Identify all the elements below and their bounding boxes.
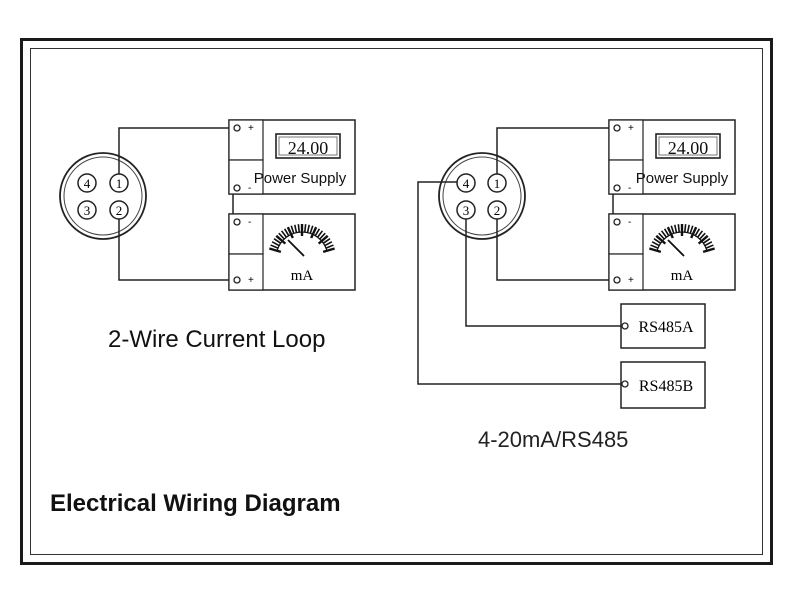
left-meter-unit: mA (291, 268, 314, 284)
left-connector: 1 2 3 4 (59, 152, 147, 240)
svg-text:4: 4 (463, 176, 470, 191)
right-pin-2: 2 (487, 200, 507, 220)
right-pin-3: 3 (456, 200, 476, 220)
left-supply-display: 24.00 (288, 138, 329, 158)
svg-text:3: 3 (463, 203, 470, 218)
rs485b-terminal: RS485B (620, 361, 706, 409)
right-ammeter: - + mA (608, 213, 736, 291)
svg-text:-: - (628, 183, 631, 194)
page-title: Electrical Wiring Diagram (50, 490, 341, 517)
left-diagram-caption: 2-Wire Current Loop (108, 326, 326, 353)
svg-text:-: - (248, 183, 251, 194)
left-supply-label: Power Supply (254, 170, 347, 187)
svg-text:1: 1 (494, 176, 501, 191)
inner-frame (30, 48, 763, 555)
right-supply-label: Power Supply (636, 170, 729, 187)
left-ammeter: - + mA (228, 213, 356, 291)
svg-text:-: - (248, 217, 251, 228)
right-pin-4: 4 (456, 173, 476, 193)
left-pin-3: 3 (77, 200, 97, 220)
svg-text:4: 4 (84, 176, 91, 191)
left-pin-2: 2 (109, 200, 129, 220)
right-power-supply: 24.00 Power Supply + - (608, 119, 736, 195)
left-wiring: 1 2 3 4 (59, 119, 356, 291)
left-power-supply: 24.00 Power Supply + - (228, 119, 356, 195)
right-pin-1: 1 (487, 173, 507, 193)
svg-text:3: 3 (84, 203, 91, 218)
outer-frame (20, 38, 773, 565)
svg-text:+: + (628, 275, 634, 286)
rs485a-label: RS485A (638, 319, 694, 336)
right-meter-dial (649, 224, 715, 257)
svg-text:1: 1 (116, 176, 123, 191)
right-connector: 1 2 3 4 (438, 152, 526, 240)
svg-text:2: 2 (494, 203, 501, 218)
right-diagram-caption: 4-20mA/RS485 (478, 427, 629, 452)
svg-text:+: + (628, 123, 634, 134)
left-meter-dial (269, 224, 335, 257)
svg-text:2: 2 (116, 203, 123, 218)
rs485b-label: RS485B (639, 378, 693, 395)
rs485a-terminal: RS485A (620, 303, 706, 349)
svg-text:+: + (248, 275, 254, 286)
right-supply-display: 24.00 (668, 138, 709, 158)
right-wiring: 1 2 3 4 (417, 119, 736, 409)
right-meter-unit: mA (671, 268, 694, 284)
left-pin-4: 4 (77, 173, 97, 193)
right-wires (417, 127, 621, 385)
left-pin-1: 1 (109, 173, 129, 193)
svg-text:-: - (628, 217, 631, 228)
svg-text:+: + (248, 123, 254, 134)
